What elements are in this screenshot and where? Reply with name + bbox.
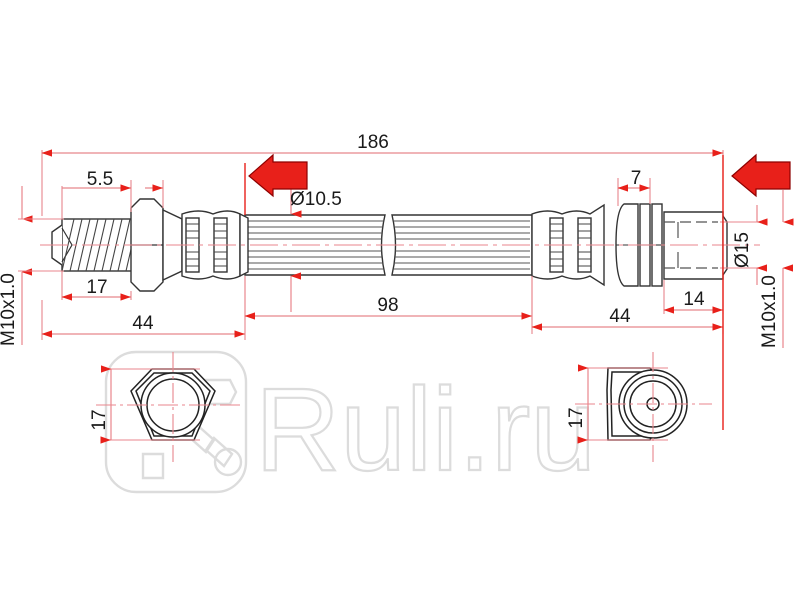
dimension-label-left-fitting: 44	[132, 313, 154, 334]
dimension-label-hose-diameter: Ø10.5	[290, 189, 342, 210]
left-view-centerlines	[96, 352, 240, 462]
dimension-right-bore-diameter: Ø15	[720, 205, 768, 285]
dimension-label-right-bore: Ø15	[732, 232, 753, 268]
dimension-label-right-fitting: 44	[609, 306, 631, 327]
dimension-left-hex-17: 17	[61, 271, 132, 301]
section-line-markers	[244, 155, 724, 430]
dimension-label-thread: 5.5	[87, 169, 113, 190]
dimension-thread-5p5: 5.5	[61, 169, 164, 218]
dimension-hose-length-98: 98	[244, 276, 533, 320]
dimension-left-view-17: 17	[89, 365, 200, 444]
left-end-face-view: 17	[89, 352, 240, 462]
dimension-label-right-end: 14	[683, 289, 705, 310]
dimension-label-left-thread-spec: M10x1.0	[0, 273, 19, 346]
dimension-right-thread-spec: M10x1.0	[759, 190, 794, 348]
dimension-label-left-hex: 17	[86, 277, 107, 298]
dimension-left-thread-spec: M10x1.0	[0, 186, 64, 346]
watermark-text: Ruli.ru	[255, 364, 596, 496]
section-arrow-right	[731, 153, 791, 198]
right-view-centerlines	[575, 352, 712, 462]
section-arrow-left	[248, 153, 308, 198]
right-end-face-view: 17	[566, 352, 712, 462]
dimension-label-left-view: 17	[89, 409, 110, 430]
dimension-right-nut-7: 7	[617, 168, 651, 206]
dimension-label-right-thread-spec: M10x1.0	[759, 275, 780, 348]
dimension-label-right-nut: 7	[631, 168, 642, 189]
dimension-label-right-view: 17	[566, 407, 587, 428]
dimension-label-overall: 186	[357, 132, 389, 153]
dimension-right-end-14: 14	[663, 280, 724, 314]
dimension-label-hose-length: 98	[377, 295, 398, 316]
dimension-right-view-17: 17	[566, 364, 668, 444]
